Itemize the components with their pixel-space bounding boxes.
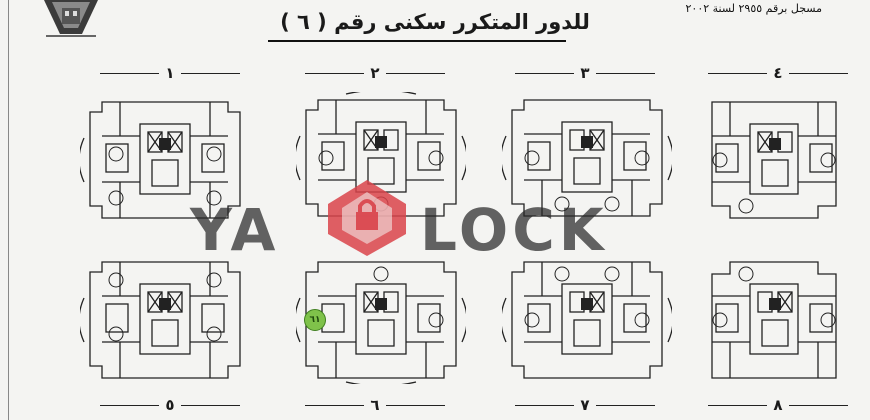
highlighted-unit-label: ٦١ [309,315,321,325]
floor-plan-2[interactable] [296,92,466,222]
column-marker-2: ٢ [305,64,445,82]
bottom-marker-8: ٨ [708,396,848,414]
bottom-marker-7: ٧ [515,396,655,414]
highlighted-unit-marker[interactable]: ٦١ [304,309,326,331]
bottom-marker-5: ٥ [100,396,240,414]
registration-note: مسجل برقم ٢٩٥٥ لسنة ٢٠٠٢ [685,2,823,15]
plan-drawing [711,101,837,219]
column-marker-4: ٤ [708,64,848,82]
plan-drawing [502,99,672,217]
column-marker-1: ١ [100,64,240,82]
plan-drawing [296,261,466,384]
floor-plan-5[interactable] [80,254,250,384]
plan-drawing [296,92,466,217]
plan-drawing [80,261,241,379]
title-underline [268,40,566,42]
developer-logo [44,0,98,37]
plan-drawing [80,101,241,219]
floor-plan-1[interactable] [80,94,250,224]
floor-plan-8[interactable] [694,254,854,384]
floor-plan-3[interactable] [502,92,672,222]
column-marker-3: ٣ [515,64,655,82]
plan-drawing [502,261,672,379]
page-edge [8,0,9,420]
floor-plan-4[interactable] [694,94,854,224]
bottom-marker-6: ٦ [305,396,445,414]
floor-plan-6[interactable]: ٦١ [296,254,466,384]
plan-drawing [711,261,837,379]
floor-plan-7[interactable] [502,254,672,384]
page-title: للدور المتكرر سكنى رقم ( ٦ ) [280,10,590,34]
